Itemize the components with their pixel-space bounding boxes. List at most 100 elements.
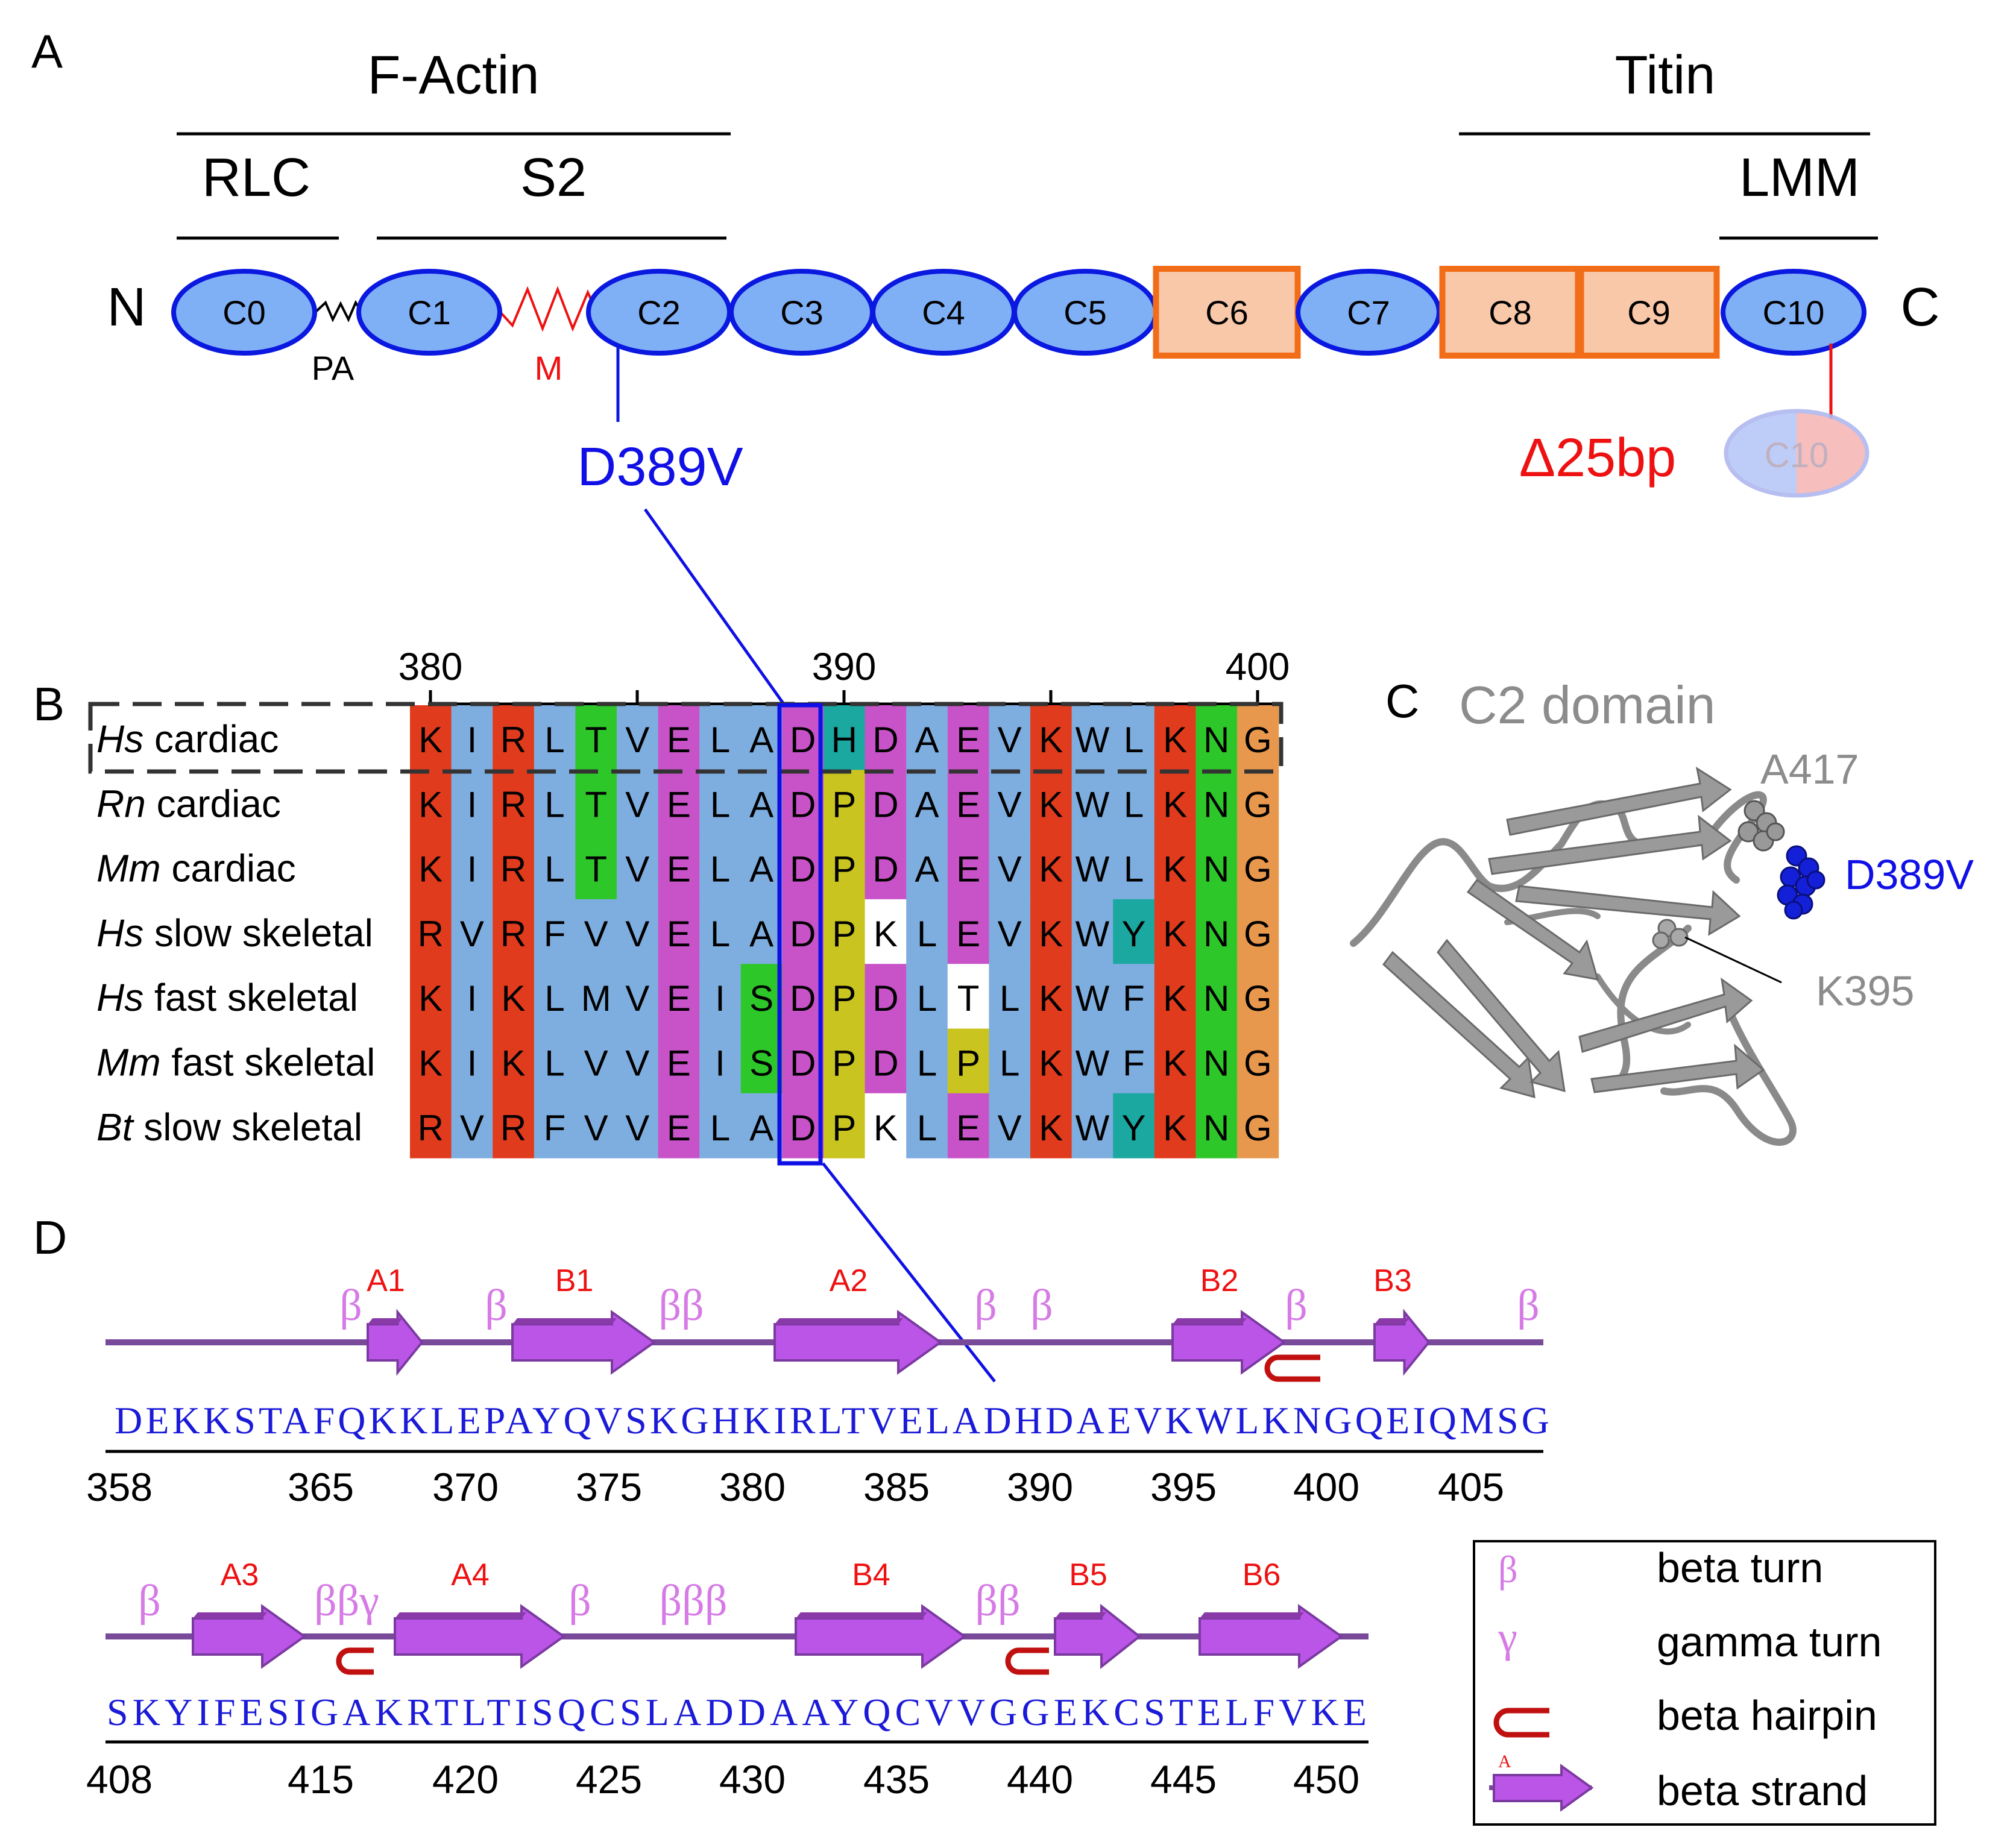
residue-letter: W (1076, 914, 1110, 954)
residue-letter: I (715, 1043, 725, 1084)
residue-cell (906, 964, 948, 1029)
residue-cell (1195, 834, 1238, 900)
residue-cell (865, 1093, 907, 1158)
residue-letter: G (1244, 1043, 1272, 1084)
residue-letter: V (998, 720, 1022, 760)
residue-cell (534, 1093, 576, 1158)
residue-letter: R (500, 914, 526, 954)
residue-letter: V (584, 1108, 608, 1148)
residue-letter: S (749, 1043, 773, 1084)
residue-cell (1195, 770, 1238, 835)
residue-cell (493, 705, 535, 770)
residue-letter: I (715, 978, 725, 1019)
truncated-c10-domain: C10 (1724, 409, 1870, 498)
species-label: Bt slow skeletal (96, 1105, 362, 1149)
beta-strand-b3: B3 (1373, 1263, 1431, 1376)
residue-letter: R (500, 849, 526, 890)
residue-number: 420 (432, 1757, 499, 1802)
residue-letter: L (544, 720, 564, 760)
residue-cell (617, 834, 659, 900)
residue-cell (658, 705, 700, 770)
row2-beta-hairpin-2 (1005, 1647, 1049, 1675)
residue-letter: K (1039, 978, 1063, 1019)
beta-strand-a4: A4 (394, 1557, 566, 1669)
residue-letter: L (544, 978, 564, 1019)
residue-cell (865, 705, 907, 770)
residue-cell (1154, 834, 1196, 900)
residue-cell (1195, 705, 1238, 770)
residue-letter: L (1000, 978, 1019, 1019)
residue-cell (740, 834, 783, 900)
residue-cell (989, 899, 1031, 964)
residue-cell (1154, 770, 1196, 835)
residue-cell (699, 1028, 742, 1094)
residue-letter: K (418, 784, 443, 825)
residue-cell (1237, 1028, 1279, 1094)
residue-letter: D (790, 978, 816, 1019)
residue-cell (534, 964, 576, 1029)
residue-cell (947, 1028, 989, 1094)
residue-letter: L (544, 1043, 564, 1084)
residue-letter: N (1203, 1108, 1229, 1148)
residue-letter: N (1203, 720, 1229, 760)
c2-beta-strands (1382, 766, 1765, 1099)
residue-cell (1071, 834, 1114, 900)
residue-number: 375 (576, 1465, 642, 1509)
residue-letter: N (1203, 784, 1229, 825)
residue-cell (699, 899, 742, 964)
legend-beta-turn-symbol: β (1498, 1548, 1518, 1591)
residue-cell (410, 964, 452, 1029)
domain-c2: C2 (586, 269, 732, 356)
titin-label: Titin (1615, 45, 1716, 105)
residue-cell (824, 705, 866, 770)
residue-letter: G (1244, 784, 1272, 825)
residue-cell (1154, 1028, 1196, 1094)
position-380: 380 (398, 645, 463, 688)
residue-letter: L (710, 784, 730, 825)
residue-cell (1113, 1028, 1155, 1094)
residue-letter: W (1076, 978, 1110, 1019)
residue-letter: N (1203, 978, 1229, 1019)
residue-cell (1030, 899, 1073, 964)
strand-label: A4 (451, 1557, 490, 1592)
residue-letter: D (790, 849, 816, 890)
residue-number: 405 (1438, 1465, 1504, 1509)
residue-cell (1237, 705, 1279, 770)
d389-column-highlight (777, 703, 823, 1166)
residue-letter: L (917, 1108, 937, 1148)
turn-mark: ββ (975, 1576, 1020, 1626)
residue-cell (824, 899, 866, 964)
residue-letter: I (467, 784, 477, 825)
row1-beta-hairpin (1264, 1354, 1320, 1382)
residue-cell (740, 1093, 783, 1158)
residue-number: 425 (576, 1757, 642, 1802)
turn-mark: β (138, 1576, 161, 1626)
residue-letter: L (917, 978, 937, 1019)
beta-strand-b2: B2 (1171, 1263, 1287, 1375)
residue-letter: I (467, 1043, 477, 1084)
species-label: Hs fast skeletal (96, 976, 358, 1019)
turn-mark: β (1030, 1281, 1053, 1330)
residue-cell (451, 705, 493, 770)
domain-label: C6 (1205, 294, 1249, 332)
residue-cell (575, 1093, 617, 1158)
m-motif-linker (499, 286, 598, 332)
residue-letter: E (667, 1043, 691, 1084)
residue-letter: K (1039, 784, 1063, 825)
a417-label: A417 (1760, 746, 1859, 793)
panel-label-c: C (1385, 674, 1419, 728)
strand-label: B1 (555, 1263, 594, 1298)
residue-cell (493, 1028, 535, 1094)
residue-number: 385 (863, 1465, 930, 1509)
a417-residue-spheres (1737, 800, 1785, 852)
strand-label: A2 (830, 1263, 868, 1298)
beta-strand-b4: B4 (795, 1557, 967, 1669)
strand-label: B5 (1069, 1557, 1107, 1592)
residue-cell (1113, 770, 1155, 835)
domain-c8: C8 (1439, 266, 1581, 359)
residue-letter: L (1000, 1043, 1019, 1084)
legend-beta-hairpin-label: beta hairpin (1657, 1692, 1877, 1739)
